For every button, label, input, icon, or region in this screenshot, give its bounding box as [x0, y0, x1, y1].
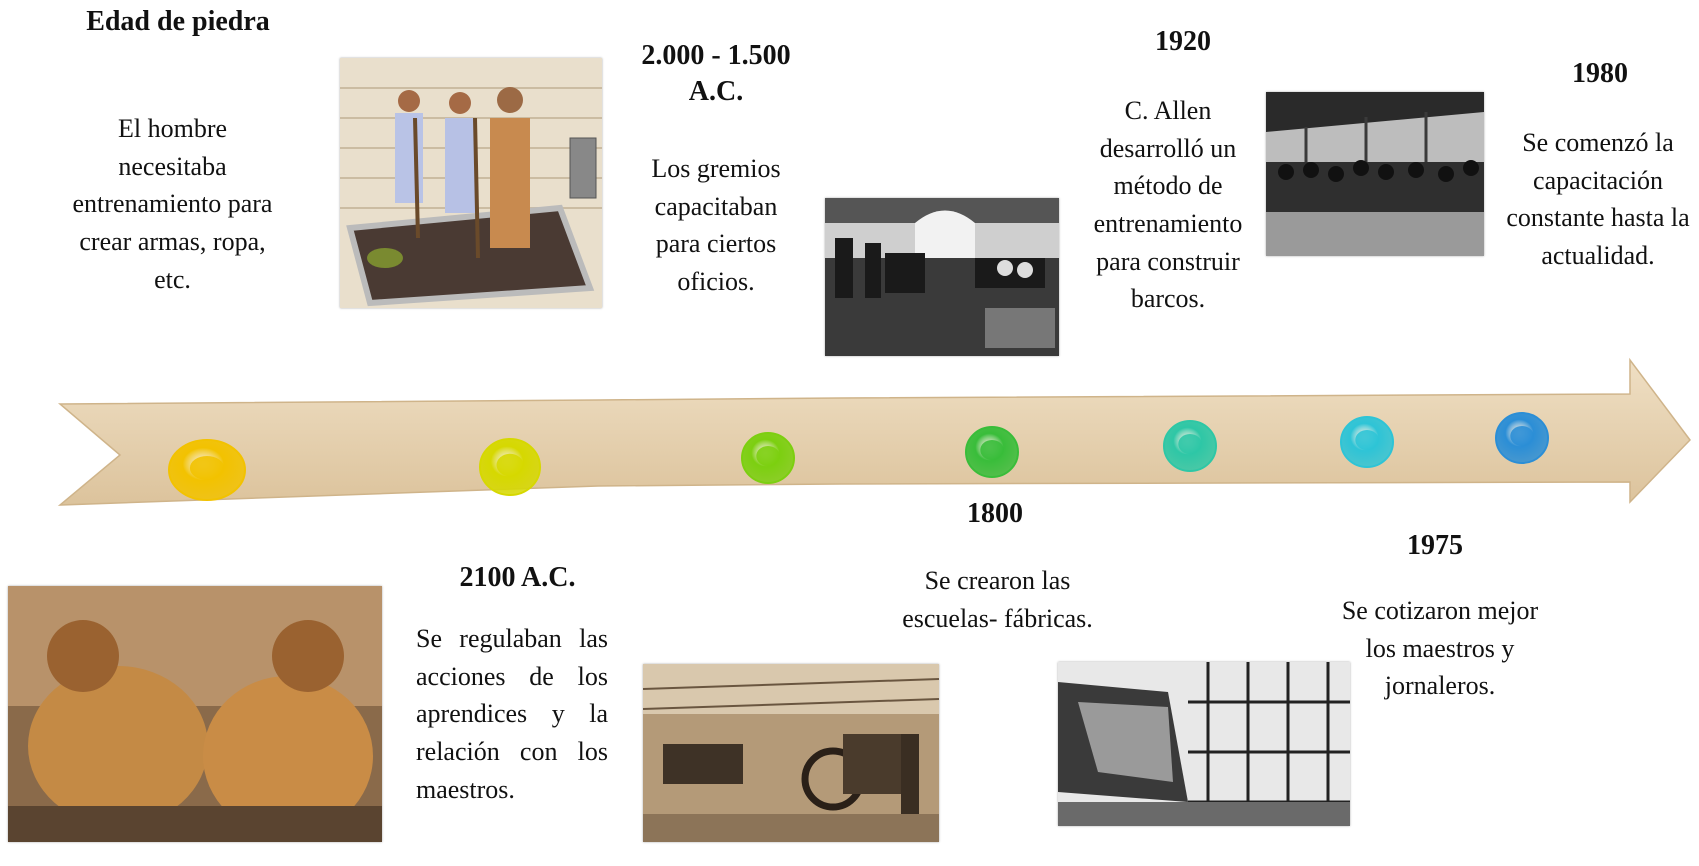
factory-school-photo: [825, 198, 1059, 356]
event-title-1800: 1800: [967, 498, 1023, 529]
event-desc-2100bc: Se regulaban las acciones de los aprendi…: [416, 624, 608, 804]
timeline-dot-center-stone-age: [189, 456, 225, 480]
event-desc-1975: Se cotizaron mejor los maestros y jornal…: [1341, 596, 1539, 701]
workers-crowd-photo: [1266, 92, 1484, 256]
cavemen-photo: [8, 586, 382, 842]
event-desc-1920: C. Allen desarrolló un método de entrena…: [1093, 96, 1243, 314]
event-desc-1980: Se comenzó la capacitación constante has…: [1506, 128, 1690, 271]
timeline-arrow-body: [57, 357, 1691, 506]
event-title-stone-age: Edad de piedra: [86, 6, 270, 37]
event-desc-stone-age: El hombre necesitaba entrenamiento para …: [72, 114, 273, 294]
event-title-1980: 1980: [1572, 58, 1628, 89]
timeline-dot-center-1980: [1510, 426, 1534, 446]
event-title-1920: 1920: [1155, 26, 1211, 57]
timeline-dot-center-1975: [1355, 430, 1379, 450]
apprentices-illustration: [340, 58, 602, 308]
event-title-2000bc: 2.000 - 1.500 A.C.: [641, 40, 791, 108]
event-title-1975: 1975: [1407, 530, 1463, 561]
timeline-dot-center-2000bc: [756, 446, 780, 466]
event-desc-2000bc: Los gremios capacitaban para ciertos ofi…: [651, 154, 781, 297]
event-title-2100bc: 2100 A.C.: [459, 562, 576, 593]
event-desc-1800: Se crearon las escuelas- fábricas.: [902, 566, 1093, 633]
timeline-dot-center-1800: [980, 440, 1004, 460]
timeline-dot-center-1920: [1178, 434, 1202, 454]
timeline-dot-center-2100bc: [496, 453, 524, 477]
motorcycle-workshop-photo: [643, 664, 939, 842]
shipyard-photo: [1058, 662, 1350, 826]
